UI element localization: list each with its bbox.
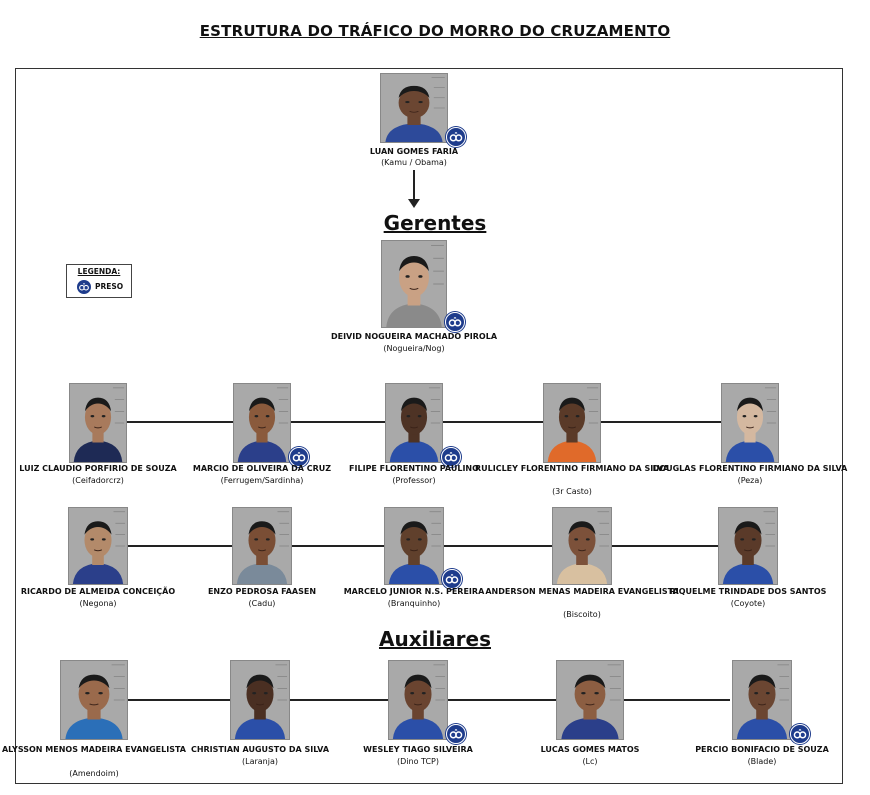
person-nickname: (Biscoito) (563, 610, 601, 619)
handcuffs-icon (442, 569, 462, 589)
person-nickname: (Negona) (79, 599, 117, 608)
person-name: LUIZ CLAUDIO PORFIRIO DE SOUZA (19, 464, 177, 473)
handcuffs-icon (446, 724, 466, 744)
mugshot-photo (384, 507, 444, 585)
person-name: MARCIO DE OLIVEIRA DA CRUZ (192, 464, 332, 473)
person-nickname: (Ceifadorcrz) (72, 476, 124, 485)
person-nickname: (Peza) (737, 476, 763, 485)
page-title: ESTRUTURA DO TRÁFICO DO MORRO DO CRUZAME… (199, 22, 671, 40)
person-nickname: (Branquinho) (387, 599, 441, 608)
person-nickname: (Professor) (392, 476, 436, 485)
person-name: LUCAS GOMES MATOS (540, 745, 640, 754)
handcuffs-icon (289, 447, 309, 467)
person-nickname: (Ferrugem/Sardinha) (220, 476, 304, 485)
mugshot-photo (381, 240, 447, 328)
person-nickname: (Amendoim) (69, 769, 119, 778)
person-name: CHRISTIAN AUGUSTO DA SILVA (190, 745, 330, 754)
mugshot-photo (718, 507, 778, 585)
person-name: RIQUELME TRINDADE DOS SANTOS (669, 587, 827, 596)
handcuffs-icon (790, 724, 810, 744)
person-name: RULICLEY FLORENTINO FIRMIANO DA SILVA (474, 464, 670, 473)
mugshot-photo (233, 383, 291, 463)
mugshot-photo (69, 383, 127, 463)
handcuffs-icon (77, 280, 91, 294)
person-nickname: (Kamu / Obama) (381, 158, 447, 167)
person-nickname: (Nogueira/Nog) (383, 344, 445, 353)
legend-title: LEGENDA: (77, 267, 121, 276)
person-name: DEIVID NOGUEIRA MACHADO PIROLA (330, 332, 498, 341)
person-nickname: (Cadu) (248, 599, 276, 608)
mugshot-photo (552, 507, 612, 585)
person-nickname: (Coyote) (730, 599, 766, 608)
mugshot-photo (385, 383, 443, 463)
legend-label: PRESO (95, 282, 124, 291)
mugshot-photo (230, 660, 290, 740)
person-name: PERCIO BONIFACIO DE SOUZA (695, 745, 829, 754)
mugshot-photo (543, 383, 601, 463)
person-name: MARCELO JUNIOR N.S. PEREIRA (343, 587, 485, 596)
person-nickname: (Blade) (747, 757, 777, 766)
handcuffs-icon (441, 447, 461, 467)
mugshot-photo (556, 660, 624, 740)
handcuffs-icon (445, 312, 465, 332)
diagram-frame (15, 68, 843, 784)
mugshot-photo (732, 660, 792, 740)
person-name: ENZO PEDROSA FAASEN (207, 587, 317, 596)
person-name: LUAN GOMES FARIA (369, 147, 459, 156)
hierarchy-arrow (413, 170, 415, 200)
mugshot-photo (68, 507, 128, 585)
person-nickname: (3r Casto) (552, 487, 592, 496)
section-title-auxiliares: Auxiliares (378, 627, 491, 651)
handcuffs-icon (446, 127, 466, 147)
person-nickname: (Dino TCP) (397, 757, 439, 766)
person-name: ANDERSON MENAS MADEIRA EVANGELISTA (485, 587, 679, 596)
mugshot-photo (721, 383, 779, 463)
section-title-gerentes: Gerentes (383, 211, 487, 235)
person-name: WESLEY TIAGO SILVEIRA (363, 745, 473, 754)
person-name: FILIPE FLORENTINO PAULINO (349, 464, 479, 473)
person-name: DOUGLAS FLORENTINO FIRMIANO DA SILVA (652, 464, 848, 473)
person-nickname: (Laranja) (242, 757, 278, 766)
mugshot-photo (380, 73, 448, 143)
mugshot-photo (232, 507, 292, 585)
person-nickname: (Lc) (582, 757, 598, 766)
arrow-head (408, 199, 420, 208)
person-name: ALYSSON MENOS MADEIRA EVANGELISTA (1, 745, 186, 754)
mugshot-photo (388, 660, 448, 740)
person-name: RICARDO DE ALMEIDA CONCEIÇÃO (20, 587, 176, 596)
mugshot-photo (60, 660, 128, 740)
legend-box: LEGENDA: PRESO (66, 264, 132, 298)
